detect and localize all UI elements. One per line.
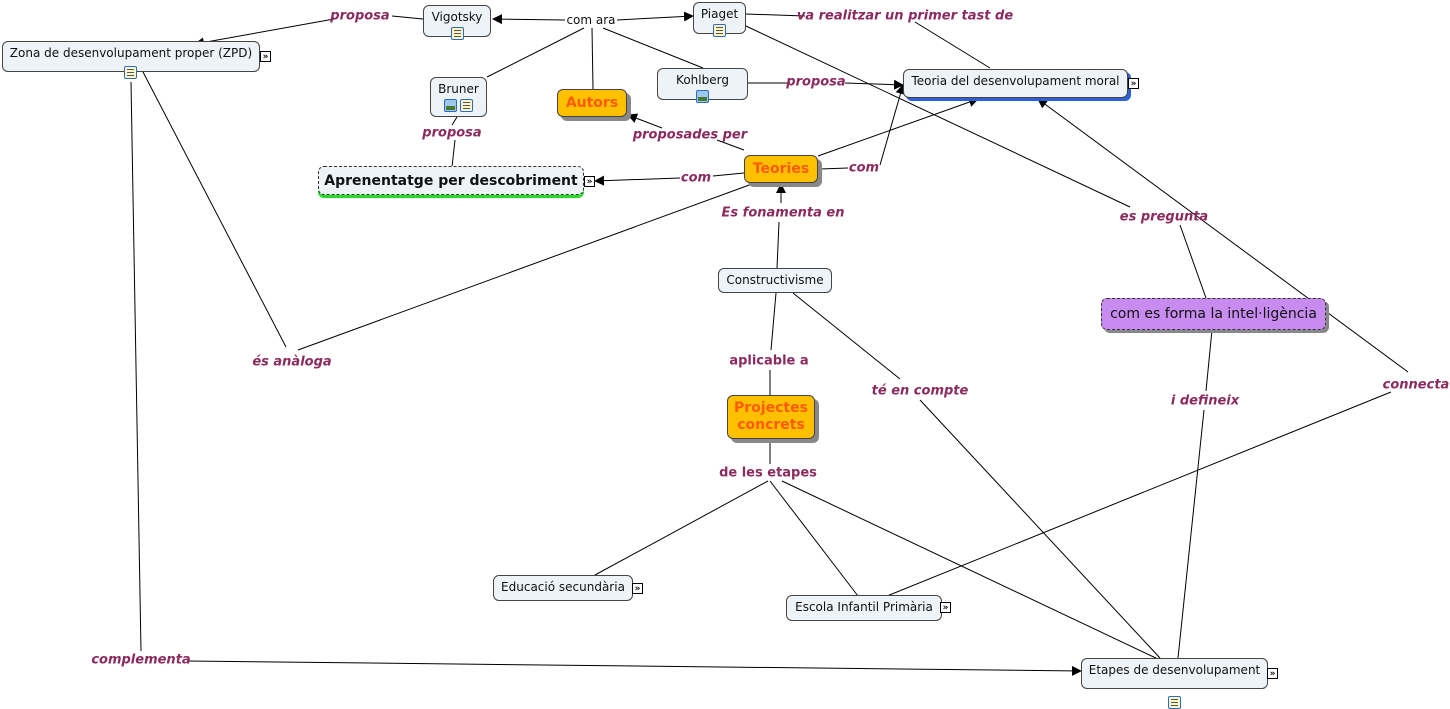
edge xyxy=(627,113,663,129)
node-intelligencia-label: com es forma la intel·ligència xyxy=(1110,306,1317,322)
edge xyxy=(844,79,904,90)
node-bruner-label: Bruner xyxy=(438,82,479,96)
document-icon[interactable] xyxy=(124,66,137,79)
edge xyxy=(1179,224,1207,299)
link-label-com-aprenentatge: com xyxy=(680,170,712,186)
node-teoria-moral[interactable]: Teoria del desenvolupament moral xyxy=(903,69,1128,98)
image-icon[interactable] xyxy=(444,99,457,112)
edge xyxy=(1205,329,1213,392)
edge xyxy=(591,27,594,90)
edge xyxy=(602,27,704,69)
node-bruner[interactable]: Bruner xyxy=(430,77,487,117)
edge xyxy=(712,172,745,177)
node-zpd-label: Zona de desenvolupament proper (ZPD) xyxy=(9,46,253,60)
edge xyxy=(716,139,745,151)
link-label-proposa-bruner: proposa xyxy=(422,125,482,141)
expand-icon[interactable]: » xyxy=(1267,668,1278,679)
edge xyxy=(879,84,906,166)
node-etapes[interactable]: Etapes de desenvolupament xyxy=(1081,658,1268,689)
document-icon[interactable] xyxy=(450,27,464,40)
node-escola[interactable]: Escola Infantil Primària xyxy=(786,595,942,621)
node-projectes[interactable]: Projectes concrets xyxy=(727,395,815,439)
link-label-i-defineix: i defineix xyxy=(1170,393,1240,409)
edge xyxy=(914,21,991,69)
edge xyxy=(792,292,901,380)
edge xyxy=(130,81,142,652)
edge xyxy=(594,480,769,576)
edge xyxy=(819,167,849,170)
link-label-aplicable: aplicable a xyxy=(729,353,809,369)
expand-icon[interactable]: » xyxy=(1128,78,1139,89)
expand-icon[interactable]: » xyxy=(260,51,271,62)
node-constructivisme-label: Constructivisme xyxy=(726,273,824,287)
edge xyxy=(919,399,1161,659)
edge xyxy=(194,18,335,48)
node-aprenentatge-label: Aprenentatge per descobriment xyxy=(324,172,578,189)
node-kohlberg-label: Kohlberg xyxy=(676,73,729,87)
edge xyxy=(817,97,979,157)
node-constructivisme[interactable]: Constructivisme xyxy=(718,268,832,293)
link-label-com-ara: com ara xyxy=(566,13,616,27)
node-teoria-moral-label: Teoria del desenvolupament moral xyxy=(911,74,1120,88)
edge xyxy=(391,15,424,20)
node-vigotsky[interactable]: Vigotsky xyxy=(423,5,491,40)
edge xyxy=(776,221,780,269)
document-icon[interactable] xyxy=(1168,696,1181,709)
node-projectes-label: Projectes concrets xyxy=(734,400,808,433)
link-label-es-analoga: és anàloga xyxy=(252,354,332,370)
edge xyxy=(1037,98,1409,373)
edge xyxy=(297,183,753,351)
edge xyxy=(451,116,458,126)
edge xyxy=(451,139,456,168)
link-label-te-en-compte: té en compte xyxy=(871,383,969,399)
edge xyxy=(186,660,1082,676)
node-educacio[interactable]: Educació secundària xyxy=(493,575,633,601)
edge xyxy=(886,391,1392,597)
link-label-es-pregunta: es pregunta xyxy=(1119,209,1209,225)
node-kohlberg[interactable]: Kohlberg xyxy=(657,68,748,103)
expand-icon[interactable]: » xyxy=(632,583,643,594)
edge xyxy=(745,25,1131,208)
node-escola-label: Escola Infantil Primària xyxy=(795,600,933,614)
edge xyxy=(594,175,681,186)
link-label-proposades-per: proposades per xyxy=(632,127,748,143)
expand-icon[interactable]: » xyxy=(584,176,595,187)
edge xyxy=(745,13,806,17)
node-intelligencia[interactable]: com es forma la intel·ligència xyxy=(1101,298,1326,330)
link-label-es-fonamenta: Es fonamenta en xyxy=(721,205,845,221)
node-piaget-label: Piaget xyxy=(700,7,739,21)
link-label-de-les-etapes: de les etapes xyxy=(719,465,817,481)
edge xyxy=(769,480,859,597)
node-autors-label: Autors xyxy=(565,94,619,111)
edge xyxy=(770,292,777,351)
link-label-primer-tast: va realitzar un primer tast de xyxy=(796,8,1014,24)
expand-icon[interactable]: » xyxy=(940,602,951,613)
link-label-com-teoria: com xyxy=(848,160,880,176)
edge xyxy=(616,11,694,22)
edge xyxy=(492,14,566,25)
edge xyxy=(142,71,287,348)
edge xyxy=(781,480,1161,661)
node-educacio-label: Educació secundària xyxy=(501,580,625,594)
node-vigotsky-label: Vigotsky xyxy=(431,10,483,24)
node-teories[interactable]: Teories xyxy=(744,155,818,183)
edge xyxy=(486,27,585,78)
document-icon[interactable] xyxy=(713,24,726,37)
edge xyxy=(1177,409,1205,659)
node-piaget[interactable]: Piaget xyxy=(693,2,746,37)
link-label-connecta: connecta xyxy=(1382,377,1450,393)
node-aprenentatge[interactable]: Aprenentatge per descobriment xyxy=(318,166,584,195)
image-icon[interactable] xyxy=(696,90,709,103)
link-label-complementa: complementa xyxy=(91,652,191,668)
document-icon[interactable] xyxy=(460,99,473,112)
link-label-proposa-vigotsky: proposa xyxy=(330,8,390,24)
node-etapes-label: Etapes de desenvolupament xyxy=(1088,663,1261,677)
node-teories-label: Teories xyxy=(752,160,810,177)
node-autors[interactable]: Autors xyxy=(557,89,627,117)
link-label-proposa-kohlberg: proposa xyxy=(786,74,846,90)
